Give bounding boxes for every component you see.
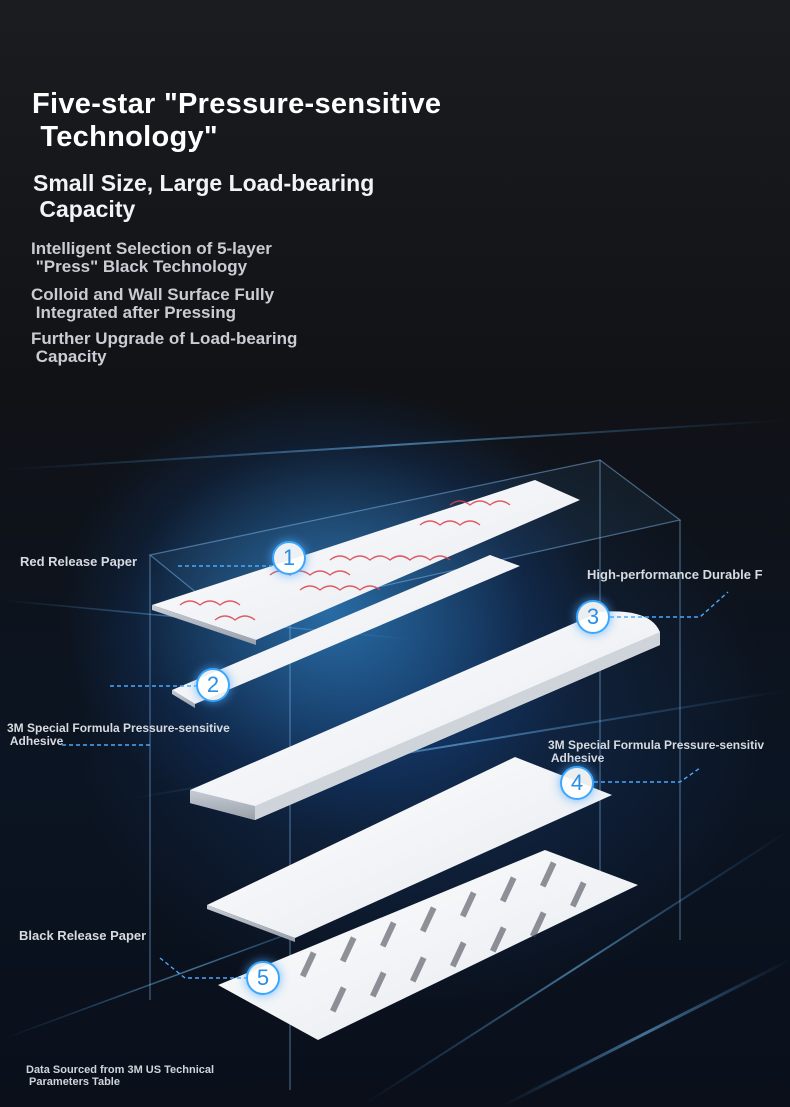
page-subtitle: Small Size, Large Load-bearing Capacity <box>33 170 375 222</box>
layer-label-5: Black Release Paper <box>19 928 147 943</box>
layer-number-badge: 5 <box>246 961 280 995</box>
source-note: Data Sourced from 3M US Technical Parame… <box>26 1064 215 1088</box>
layer-number-badge: 2 <box>196 668 230 702</box>
feature-item: Colloid and Wall Surface Fully Integrate… <box>31 285 275 322</box>
layer-label-4: 3M Special Formula Pressure-sensitiv Adh… <box>548 738 765 765</box>
layer-adhesive-top <box>172 555 520 708</box>
layer-red-release-paper <box>152 480 580 645</box>
layer-label-1: Red Release Paper <box>20 554 138 569</box>
feature-item: Intelligent Selection of 5-layer "Press"… <box>31 239 272 276</box>
layer-label-3: High-performance Durable F <box>587 567 763 582</box>
callout-lines <box>62 565 729 979</box>
layer-number-badge: 4 <box>560 766 594 800</box>
feature-item: Further Upgrade of Load-bearing Capacity <box>31 329 298 366</box>
page-title: Five-star "Pressure-sensitive Technology… <box>32 88 442 153</box>
layer-number-badge: 3 <box>576 600 610 634</box>
layer-adhesive-bottom <box>207 757 612 942</box>
layer-black-release-paper <box>218 850 638 1040</box>
layer-foam-core <box>190 611 660 820</box>
layer-number-badge: 1 <box>272 541 306 575</box>
red-print-pattern <box>179 500 511 621</box>
layer-label-2: 3M Special Formula Pressure-sensitive Ad… <box>7 721 230 748</box>
black-print-pattern <box>300 861 587 1013</box>
